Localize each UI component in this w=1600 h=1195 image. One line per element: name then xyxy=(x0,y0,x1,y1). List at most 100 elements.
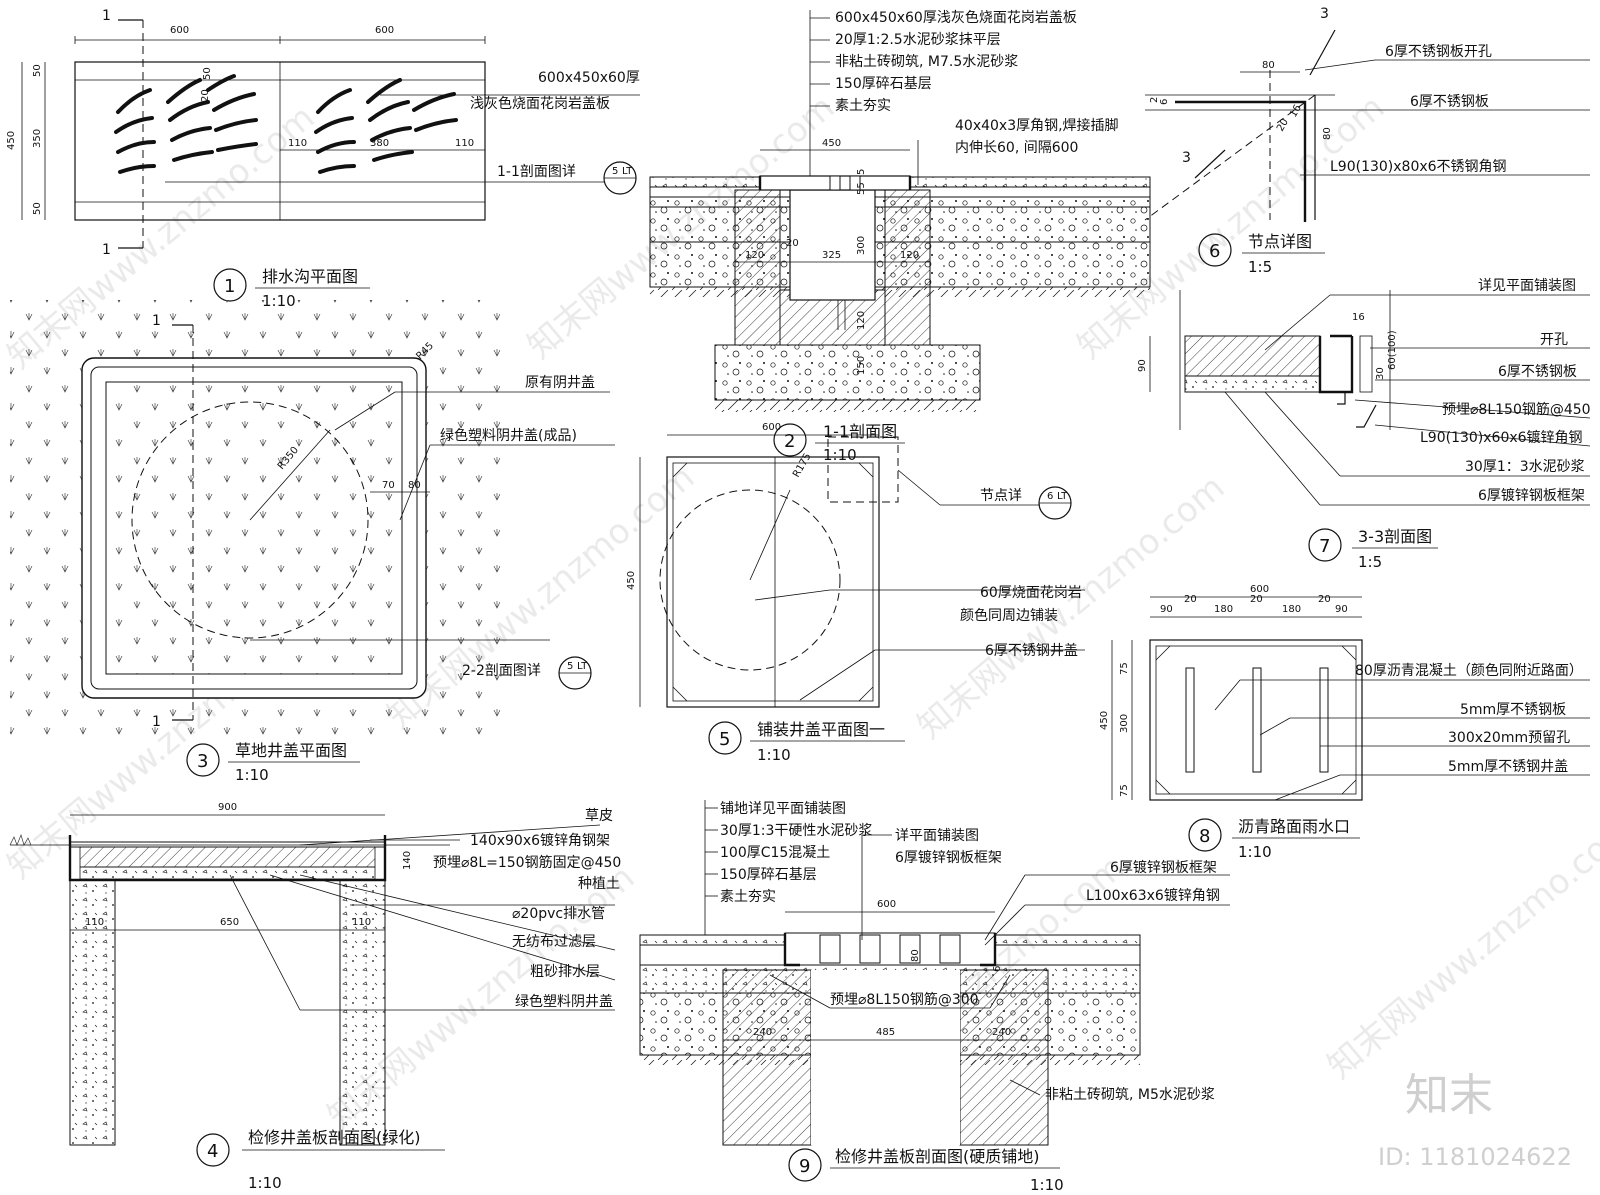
watermark-id: ID: 1181024622 xyxy=(1378,1143,1572,1171)
cut-label: 3 xyxy=(1182,150,1191,166)
dim: 110 xyxy=(352,917,371,928)
detail-scale: 1:10 xyxy=(823,446,857,464)
detail-scale: 1:5 xyxy=(1248,258,1272,276)
detail-number: 7 xyxy=(1319,536,1330,557)
note: 非粘土砖砌筑, M5水泥砂浆 xyxy=(1045,1087,1215,1103)
note: 预埋⌀8L150钢筋@450 xyxy=(1442,401,1591,418)
detail-scale: 1:10 xyxy=(757,746,791,764)
dim: 450 xyxy=(1099,711,1110,730)
cut-label: 1 xyxy=(152,714,161,730)
cut-label: 1 xyxy=(102,242,111,258)
cut-label: 1 xyxy=(102,8,111,24)
watermark-brand: 知末 xyxy=(1405,1070,1493,1121)
note: 预埋⌀8L=150钢筋固定@450 xyxy=(433,854,621,871)
note: 内伸长60, 间隔600 xyxy=(955,140,1078,156)
note: 种植土 xyxy=(578,876,620,892)
detail-scale: 1:5 xyxy=(1358,553,1382,571)
detail-8-asphalt-inlet: 600 90 20 180 20 180 20 90 450 75 300 75… xyxy=(1099,584,1590,861)
dim: 900 xyxy=(218,802,237,813)
note: 非粘土砖砌筑, M7.5水泥砂浆 xyxy=(835,54,1018,70)
note: 2-2剖面图详 xyxy=(462,663,541,679)
note: L90(130)x60x6镀锌角钢 xyxy=(1420,429,1583,446)
dim: 380 xyxy=(370,138,389,149)
detail-6-node: 3 3 80 80 2 6 16 20 6厚不锈钢板开孔 6厚不锈钢板 L90(… xyxy=(1144,6,1590,276)
dim: 300 xyxy=(856,236,867,255)
ref: 6 xyxy=(1047,491,1053,502)
detail-title: 3-3剖面图 xyxy=(1358,527,1432,546)
dim: 5 xyxy=(856,169,867,175)
detail-7-section-3-3: 90 16 30 60(100) 详见平面铺装图 开孔 6厚不锈钢板 预埋⌀8L… xyxy=(1137,278,1591,571)
dim: 80 xyxy=(1262,60,1275,71)
note: 600x450x60厚 xyxy=(538,70,640,86)
dim: 20 xyxy=(200,89,211,102)
detail-number: 4 xyxy=(207,1141,218,1162)
dim: 450 xyxy=(822,138,841,149)
detail-scale: 1:10 xyxy=(248,1174,282,1192)
note: 140x90x6镀锌角钢架 xyxy=(470,832,610,849)
note: 颜色同周边铺装 xyxy=(960,607,1058,624)
detail-number: 5 xyxy=(719,729,730,750)
note: 40x40x3厚角钢,焊接插脚 xyxy=(955,117,1119,134)
dim: 80 xyxy=(408,480,421,491)
ref: LT xyxy=(577,661,588,672)
detail-5-paved-manhole-plan: R175 600 450 节点详 6 LT 60厚烧面花岗岩 颜色同周边铺装 6… xyxy=(626,422,1085,764)
note: 6厚不锈钢板 xyxy=(1498,364,1577,380)
note: 无纺布过滤层 xyxy=(512,934,596,950)
note: 绿色塑料阴井盖(成品) xyxy=(440,427,577,444)
note: 铺地详见平面铺装图 xyxy=(720,801,846,817)
note: 详平面铺装图 xyxy=(895,828,979,844)
dim: 50 xyxy=(32,202,43,215)
note: 150厚碎石基层 xyxy=(835,75,932,92)
dim: 600 xyxy=(877,899,896,910)
note: L90(130)x80x6不锈钢角钢 xyxy=(1330,159,1507,175)
note: 300x20mm预留孔 xyxy=(1448,730,1570,746)
detail-9-hard-paving-section: 600 80 6 240 485 240 铺地详见平面铺装图 30厚1:3干硬性… xyxy=(639,800,1230,1194)
note: 素土夯实 xyxy=(835,98,891,114)
note: 详见平面铺装图 xyxy=(1478,278,1576,294)
note: ⌀20pvc排水管 xyxy=(512,906,605,922)
dim: 240 xyxy=(992,1027,1011,1038)
dim: 120 xyxy=(745,250,764,261)
detail-title: 沥青路面雨水口 xyxy=(1238,817,1350,836)
dim: 350 xyxy=(32,129,43,148)
note: 6厚不锈钢井盖 xyxy=(985,643,1078,659)
dim: 55 xyxy=(856,182,867,195)
note: 6厚不锈钢板 xyxy=(1410,94,1489,110)
dim: 20 xyxy=(1184,594,1197,605)
dim: 75 xyxy=(1119,662,1130,675)
dim: 20 xyxy=(1275,117,1291,134)
dim: 600 xyxy=(170,25,189,36)
note: 60厚烧面花岗岩 xyxy=(980,585,1082,601)
dim: 600 xyxy=(375,25,394,36)
dim: 16 xyxy=(1352,312,1365,323)
dim: 50 xyxy=(202,67,213,80)
note: 预埋⌀8L150钢筋@300 xyxy=(830,991,979,1008)
dim: 20 xyxy=(1250,594,1263,605)
note: 6厚镀锌钢板框架 xyxy=(1478,487,1585,504)
detail-title: 节点详图 xyxy=(1248,232,1312,251)
dim: 2 xyxy=(1149,97,1160,103)
detail-2-section-1-1: 600x450x60厚浅灰色烧面花岗岩盖板 20厚1:2.5水泥砂浆抹平层 非粘… xyxy=(649,9,1151,464)
note: 6厚镀锌钢板框架 xyxy=(895,849,1002,866)
dim: 450 xyxy=(6,131,17,150)
dim: 20 xyxy=(1318,594,1331,605)
note: 6厚不锈钢板开孔 xyxy=(1385,44,1492,60)
note: 150厚碎石基层 xyxy=(720,866,817,883)
dim: 600 xyxy=(1250,584,1269,595)
note: L100x63x6镀锌角钢 xyxy=(1086,887,1220,904)
detail-scale: 1:10 xyxy=(1238,843,1272,861)
dim: 240 xyxy=(753,1027,772,1038)
dim: 300 xyxy=(1119,714,1130,733)
drain-slots xyxy=(114,74,458,174)
note: 1-1剖面图详 xyxy=(497,164,576,180)
dim: 20 xyxy=(786,238,799,249)
detail-number: 9 xyxy=(799,1156,810,1177)
dim: 80 xyxy=(1322,127,1333,140)
detail-title: 铺装井盖平面图一 xyxy=(757,720,885,739)
dim: 110 xyxy=(288,138,307,149)
detail-number: 8 xyxy=(1199,826,1210,847)
note: 粗砂排水层 xyxy=(530,964,600,980)
detail-title: 检修井盖板剖面图(绿化) xyxy=(248,1128,421,1147)
detail-number: 3 xyxy=(197,751,208,772)
